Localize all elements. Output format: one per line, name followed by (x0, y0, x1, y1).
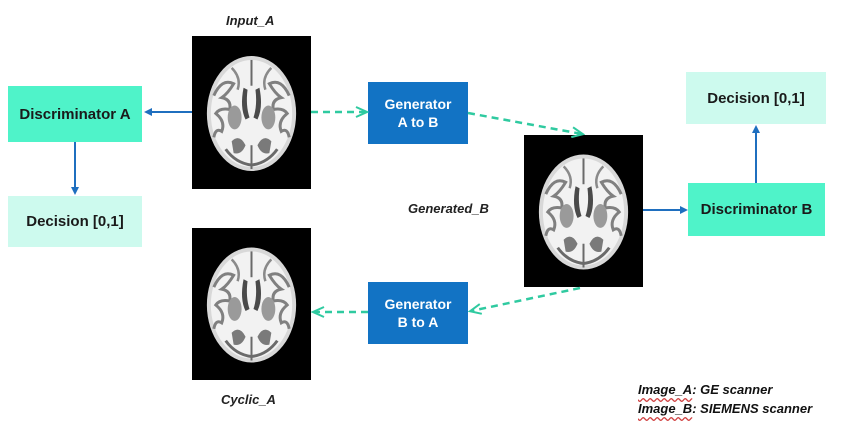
discriminator-a-box: Discriminator A (8, 86, 142, 142)
generated-b-label: Generated_B (408, 201, 489, 216)
legend-key-a: Image_A (638, 382, 693, 397)
legend-value-a: : GE scanner (692, 382, 773, 397)
cyclic-a-label: Cyclic_A (221, 392, 276, 407)
cyclic-a-image (192, 228, 311, 380)
generated-b-image (524, 135, 643, 287)
generator-b-to-a-box: Generator B to A (368, 282, 468, 344)
legend-line-a: Image_A: GE scanner (638, 380, 812, 399)
decision-b-box: Decision [0,1] (686, 72, 826, 124)
input-a-label: Input_A (226, 13, 275, 28)
generator-a-to-b-box: Generator A to B (368, 82, 468, 144)
arrow-gen-ab-to-generated (467, 111, 582, 134)
legend-line-b: Image_B: SIEMENS scanner (638, 399, 812, 418)
input-a-image (192, 36, 311, 189)
arrow-generated-to-gen-ba (471, 286, 581, 311)
legend-value-b: : SIEMENS scanner (692, 401, 813, 416)
decision-a-box: Decision [0,1] (8, 196, 142, 247)
legend-key-b: Image_B (638, 401, 693, 416)
scanner-legend: Image_A: GE scanner Image_B: SIEMENS sca… (638, 380, 812, 418)
discriminator-b-box: Discriminator B (688, 183, 825, 236)
